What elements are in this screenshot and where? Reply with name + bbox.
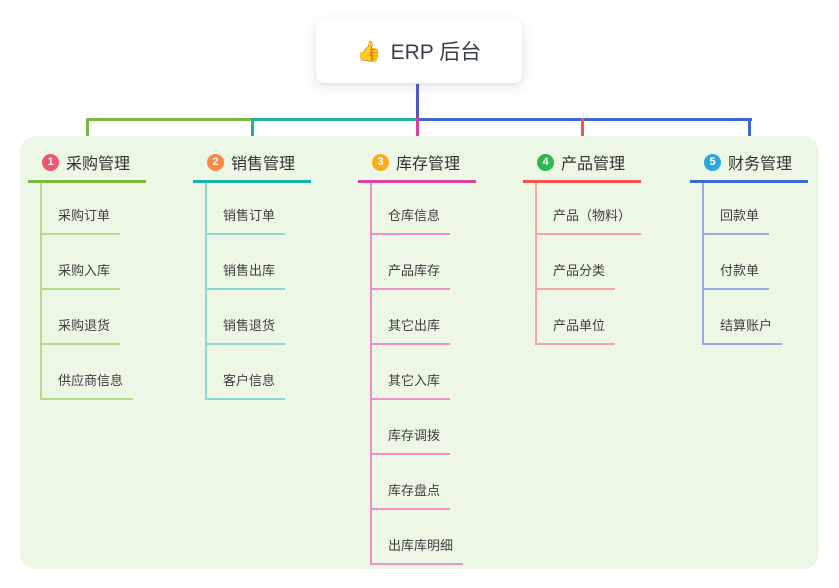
child-item[interactable]: 结算账户 — [704, 290, 783, 345]
badge-2: 2 — [207, 153, 224, 171]
badge-5: 5 — [704, 153, 721, 171]
child-item[interactable]: 客户信息 — [207, 345, 286, 400]
child-item[interactable]: 库存调拨 — [372, 400, 451, 455]
branch-children: 产品（物料） 产品分类 产品单位 — [535, 183, 673, 345]
connector-branch2-horizontal — [252, 118, 418, 121]
badge-4: 4 — [537, 153, 554, 171]
child-item[interactable]: 回款单 — [704, 183, 770, 235]
connector-branch1-horizontal — [86, 118, 252, 121]
branch-title-label: 财务管理 — [728, 156, 793, 173]
branch-title-label: 销售管理 — [231, 156, 296, 173]
connector-branch1-drop — [86, 118, 89, 142]
child-item[interactable]: 其它出库 — [372, 290, 451, 345]
child-item[interactable]: 出库库明细 — [372, 510, 464, 565]
child-item[interactable]: 采购订单 — [42, 183, 121, 235]
branch-inventory-management: 3 库存管理 仓库信息 产品库存 其它出库 其它入库 库存调拨 库存盘点 出库库… — [358, 150, 508, 565]
child-item[interactable]: 采购退货 — [42, 290, 121, 345]
branch-title-inventory[interactable]: 3 库存管理 — [358, 150, 476, 183]
branch-title-label: 采购管理 — [66, 156, 131, 173]
branch-product-management: 4 产品管理 产品（物料） 产品分类 产品单位 — [523, 150, 673, 345]
child-item[interactable]: 产品单位 — [537, 290, 616, 345]
badge-3: 3 — [372, 153, 389, 171]
child-item[interactable]: 销售退货 — [207, 290, 286, 345]
connector-branch5-drop — [748, 118, 751, 142]
branch-title-product[interactable]: 4 产品管理 — [523, 150, 641, 183]
child-item[interactable]: 销售订单 — [207, 183, 286, 235]
root-node-label: ERP 后台 — [390, 41, 482, 64]
root-node[interactable]: 👍 ERP 后台 — [316, 19, 522, 83]
child-item[interactable]: 其它入库 — [372, 345, 451, 400]
connector-root-vertical — [416, 84, 419, 118]
branch-sales-management: 2 销售管理 销售订单 销售出库 销售退货 客户信息 — [193, 150, 343, 400]
branch-children: 销售订单 销售出库 销售退货 客户信息 — [205, 183, 343, 400]
branch-title-purchase[interactable]: 1 采购管理 — [28, 150, 146, 183]
child-item[interactable]: 产品库存 — [372, 235, 451, 290]
branch-title-finance[interactable]: 5 财务管理 — [690, 150, 808, 183]
branch-children: 回款单 付款单 结算账户 — [702, 183, 839, 345]
branch-finance-management: 5 财务管理 回款单 付款单 结算账户 — [690, 150, 839, 345]
child-item[interactable]: 库存盘点 — [372, 455, 451, 510]
branch-children: 仓库信息 产品库存 其它出库 其它入库 库存调拨 库存盘点 出库库明细 — [370, 183, 508, 565]
thumbs-up-icon: 👍 — [356, 40, 382, 63]
branch-purchase-management: 1 采购管理 采购订单 采购入库 采购退货 供应商信息 — [28, 150, 178, 400]
connector-branch2-drop — [251, 118, 254, 142]
child-item[interactable]: 产品分类 — [537, 235, 616, 290]
connector-branch3-drop — [416, 118, 419, 142]
connector-branch5-horizontal — [418, 118, 752, 121]
child-item[interactable]: 产品（物料） — [537, 183, 642, 235]
branch-title-label: 产品管理 — [561, 156, 626, 173]
branch-title-label: 库存管理 — [396, 156, 461, 173]
child-item[interactable]: 仓库信息 — [372, 183, 451, 235]
child-item[interactable]: 付款单 — [704, 235, 770, 290]
child-item[interactable]: 销售出库 — [207, 235, 286, 290]
connector-branch4-drop — [581, 118, 584, 142]
branch-children: 采购订单 采购入库 采购退货 供应商信息 — [40, 183, 178, 400]
child-item[interactable]: 采购入库 — [42, 235, 121, 290]
child-item[interactable]: 供应商信息 — [42, 345, 134, 400]
branch-title-sales[interactable]: 2 销售管理 — [193, 150, 311, 183]
badge-1: 1 — [42, 153, 59, 171]
branches-panel — [20, 136, 819, 569]
